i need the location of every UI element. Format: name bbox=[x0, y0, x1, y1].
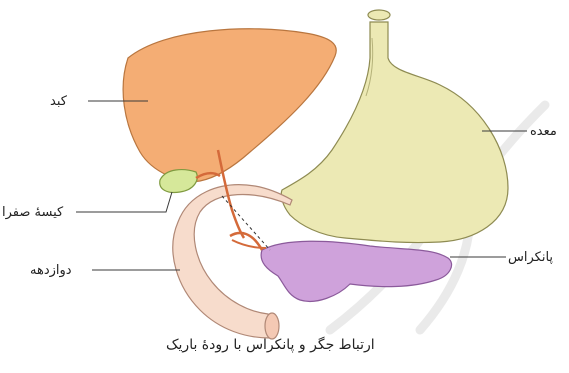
liver-shape bbox=[123, 29, 336, 182]
pancreas-label: پانکراس bbox=[508, 250, 553, 265]
esophagus-opening bbox=[368, 10, 390, 20]
duodenum-label: دوازدهه bbox=[30, 263, 72, 278]
gallbladder-label: کیسهٔ صفرا bbox=[2, 205, 64, 220]
diagram-caption: ارتباط جگر و پانکراس با رودهٔ باریک bbox=[166, 336, 375, 353]
pancreas-shape bbox=[261, 241, 451, 301]
gallbladder-leader bbox=[76, 192, 172, 212]
stomach-label: معده bbox=[530, 124, 557, 139]
duodenum-end-opening bbox=[265, 313, 279, 339]
liver-label: کبد bbox=[50, 94, 68, 109]
